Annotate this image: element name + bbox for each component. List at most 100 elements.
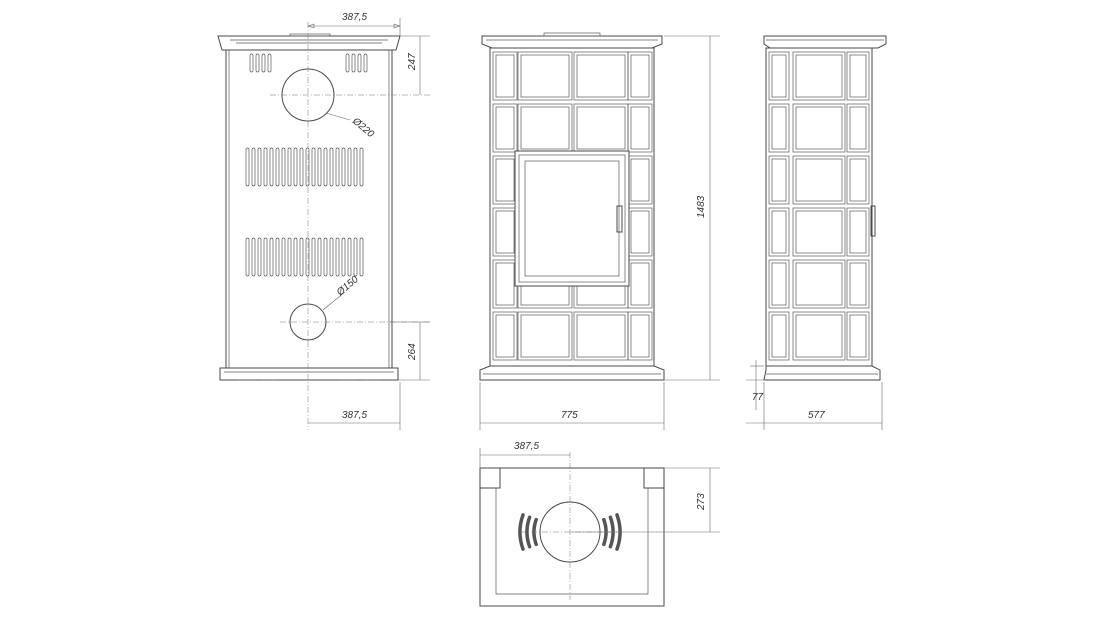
vent-slot [329,237,334,277]
side-tile-inner [849,262,867,306]
tile-inner [495,210,515,254]
tile [627,207,653,257]
vent-slot [245,147,250,187]
dim-side-depth: 577 [808,410,825,421]
tile-inner [630,158,650,202]
dim-outlet-diameter-220: Ø220 [349,115,376,140]
vent-slot [345,53,350,73]
tile-inner [495,54,515,98]
door-handle [616,205,623,233]
front-view [479,32,720,430]
vent-slot [347,147,352,187]
side-tile [792,259,846,309]
side-tile [792,311,846,361]
side-tile-inner [771,262,787,306]
vent-slot [261,53,266,73]
dim-back-top-width: 387,5 [342,12,367,23]
side-tile-inner [771,210,787,254]
tile-inner [630,262,650,306]
tile [627,103,653,153]
side-tile [768,259,790,309]
tile-inner [576,106,626,150]
vent-slot [299,147,304,187]
vent-slot [267,53,272,73]
dim-top-view-depth: 273 [696,493,707,511]
dim-top-view-width: 387,5 [514,441,539,452]
side-tile-inner [771,158,787,202]
vent-slot [255,53,260,73]
tile [627,259,653,309]
firebox-door [514,150,630,287]
vent-slot [281,237,286,277]
dim-front-height: 1483 [696,195,707,218]
tile [492,103,518,153]
tile-inner [630,210,650,254]
tile [492,259,518,309]
side-tile [792,51,846,101]
back-view [217,18,430,430]
vent-slots-lower [245,237,364,277]
vent-slot [341,147,346,187]
side-tile [792,155,846,205]
tile-inner [576,314,626,358]
side-tile-inner [849,106,867,150]
vent-slot [323,237,328,277]
vent-slot [317,237,322,277]
side-tile [792,207,846,257]
vent-slot [335,237,340,277]
side-tile [846,207,870,257]
side-tile [846,259,870,309]
vent-slot [317,147,322,187]
vent-slots-middle [245,147,364,187]
side-tile-inner [849,210,867,254]
tile-inner [576,54,626,98]
vent-slot [287,147,292,187]
vent-slot [363,53,368,73]
tile [492,155,518,205]
tile-inner [495,106,515,150]
tile [573,51,629,101]
tile-inner [520,106,570,150]
vent-slot [335,147,340,187]
vent-slot [341,237,346,277]
side-tile [768,311,790,361]
side-tile [846,155,870,205]
tile-inner [495,262,515,306]
side-tile-inner [795,314,843,358]
vent-slot [257,237,262,277]
tile-inner [630,54,650,98]
arc-vent [518,513,525,551]
dim-front-width: 775 [561,410,578,421]
side-tile-inner [795,106,843,150]
vent-slot [249,53,254,73]
top-view [479,448,720,607]
vent-slot [281,147,286,187]
vent-slot [275,147,280,187]
side-tile-inner [771,106,787,150]
vent-slot [357,53,362,73]
vent-slot [269,237,274,277]
side-tile [768,207,790,257]
tile-inner [630,314,650,358]
tile [492,207,518,257]
vent-slot [305,237,310,277]
side-view [746,35,887,430]
side-tile-inner [795,262,843,306]
tile-inner [520,314,570,358]
vent-slot [311,237,316,277]
vent-slot [359,147,364,187]
tile [492,311,518,361]
vent-slot [269,147,274,187]
side-tile [846,311,870,361]
tile-inner [520,54,570,98]
side-tile [768,155,790,205]
dim-back-outlet-height: 247 [407,53,418,71]
dim-back-bottom-width: 387,5 [342,410,367,421]
tile [627,311,653,361]
vent-slot [323,147,328,187]
side-tile-grid [768,51,870,361]
side-door-handle [870,205,876,237]
vent-slot [251,147,256,187]
vent-slot [329,147,334,187]
